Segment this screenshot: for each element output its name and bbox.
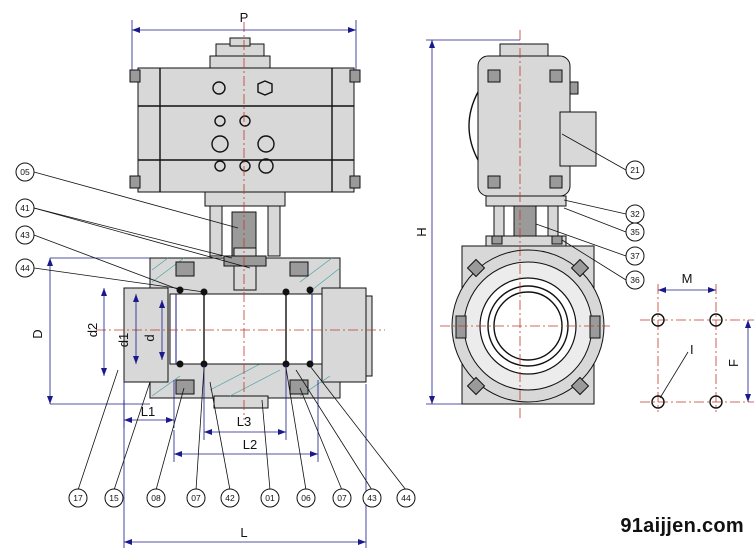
- dim-label-d-outer: D: [30, 329, 45, 338]
- callout-43-right: 43: [295, 369, 382, 508]
- callout-07-right: 07: [299, 387, 352, 508]
- pneumatic-actuator-side: [468, 43, 597, 197]
- mount-hole: [709, 313, 723, 327]
- dimension-d-outer: D: [30, 257, 150, 405]
- dim-label-h: H: [414, 227, 429, 236]
- svg-text:44: 44: [20, 263, 30, 273]
- svg-text:07: 07: [191, 493, 201, 503]
- mounting-hole-pattern: M F I: [640, 271, 754, 412]
- mount-hole: [651, 313, 665, 327]
- dimension-d2: d2: [85, 288, 107, 376]
- callout-44-left: 44: [15, 258, 205, 293]
- svg-text:43: 43: [367, 493, 377, 503]
- dim-label-d1: d1: [116, 333, 131, 347]
- svg-text:07: 07: [337, 493, 347, 503]
- valve-body-side: [451, 245, 605, 405]
- callout-35: 35: [563, 207, 645, 242]
- mounting-bracket-side: [485, 195, 567, 251]
- svg-text:35: 35: [630, 227, 640, 237]
- valve-body-front: [123, 247, 373, 409]
- dim-label-d2: d2: [85, 323, 100, 337]
- site-watermark: 91aijjen.com: [620, 515, 744, 537]
- svg-text:17: 17: [73, 493, 83, 503]
- callout-41: 41: [15, 198, 251, 269]
- callout-43-left: 43: [15, 225, 181, 291]
- dimension-h: H: [414, 39, 520, 405]
- dim-label-l2: L2: [243, 437, 257, 452]
- callout-08: 08: [146, 387, 185, 508]
- dimension-d1: d1: [116, 294, 139, 364]
- callout-21: 21: [561, 133, 645, 180]
- svg-text:05: 05: [20, 167, 30, 177]
- svg-text:41: 41: [20, 203, 30, 213]
- svg-text:36: 36: [630, 275, 640, 285]
- callout-01: 01: [260, 399, 280, 508]
- svg-text:15: 15: [109, 493, 119, 503]
- dim-label-l: L: [240, 525, 247, 540]
- dimension-p: P: [131, 10, 357, 70]
- callout-42: 42: [209, 381, 240, 508]
- callout-32: 32: [563, 199, 645, 224]
- callout-44-right: 44: [309, 365, 416, 508]
- callout-06: 06: [285, 367, 316, 508]
- dim-label-d-inner: d: [142, 334, 157, 341]
- pneumatic-actuator-front: [129, 37, 361, 193]
- callout-17: 17: [68, 369, 119, 508]
- dimension-l3: L3: [203, 364, 287, 440]
- dim-label-l3: L3: [237, 414, 251, 429]
- svg-text:01: 01: [265, 493, 275, 503]
- callout-15: 15: [104, 381, 151, 508]
- dimension-l1: L1: [123, 380, 175, 428]
- dim-label-hole: I: [690, 342, 694, 357]
- callout-05: 05: [15, 162, 239, 229]
- callout-37: 37: [535, 223, 645, 266]
- dimension-l: L: [123, 384, 367, 548]
- svg-text:32: 32: [630, 209, 640, 219]
- svg-text:21: 21: [630, 165, 640, 175]
- dim-label-p: P: [240, 10, 249, 25]
- dim-label-l1: L1: [141, 404, 155, 419]
- mount-hole: [651, 395, 665, 409]
- dimension-d-inner: d: [142, 300, 165, 360]
- dim-label-m: M: [682, 271, 693, 286]
- mount-hole: [709, 395, 723, 409]
- svg-text:06: 06: [301, 493, 311, 503]
- svg-text:44: 44: [401, 493, 411, 503]
- front-view-section: P D d2 d1 d: [15, 10, 416, 548]
- side-view: H: [414, 30, 645, 420]
- callout-36: 36: [561, 239, 645, 290]
- svg-text:37: 37: [630, 251, 640, 261]
- svg-text:42: 42: [225, 493, 235, 503]
- callout-07-left: 07: [186, 367, 206, 508]
- dim-label-f: F: [726, 359, 741, 367]
- svg-text:43: 43: [20, 230, 30, 240]
- svg-text:08: 08: [151, 493, 161, 503]
